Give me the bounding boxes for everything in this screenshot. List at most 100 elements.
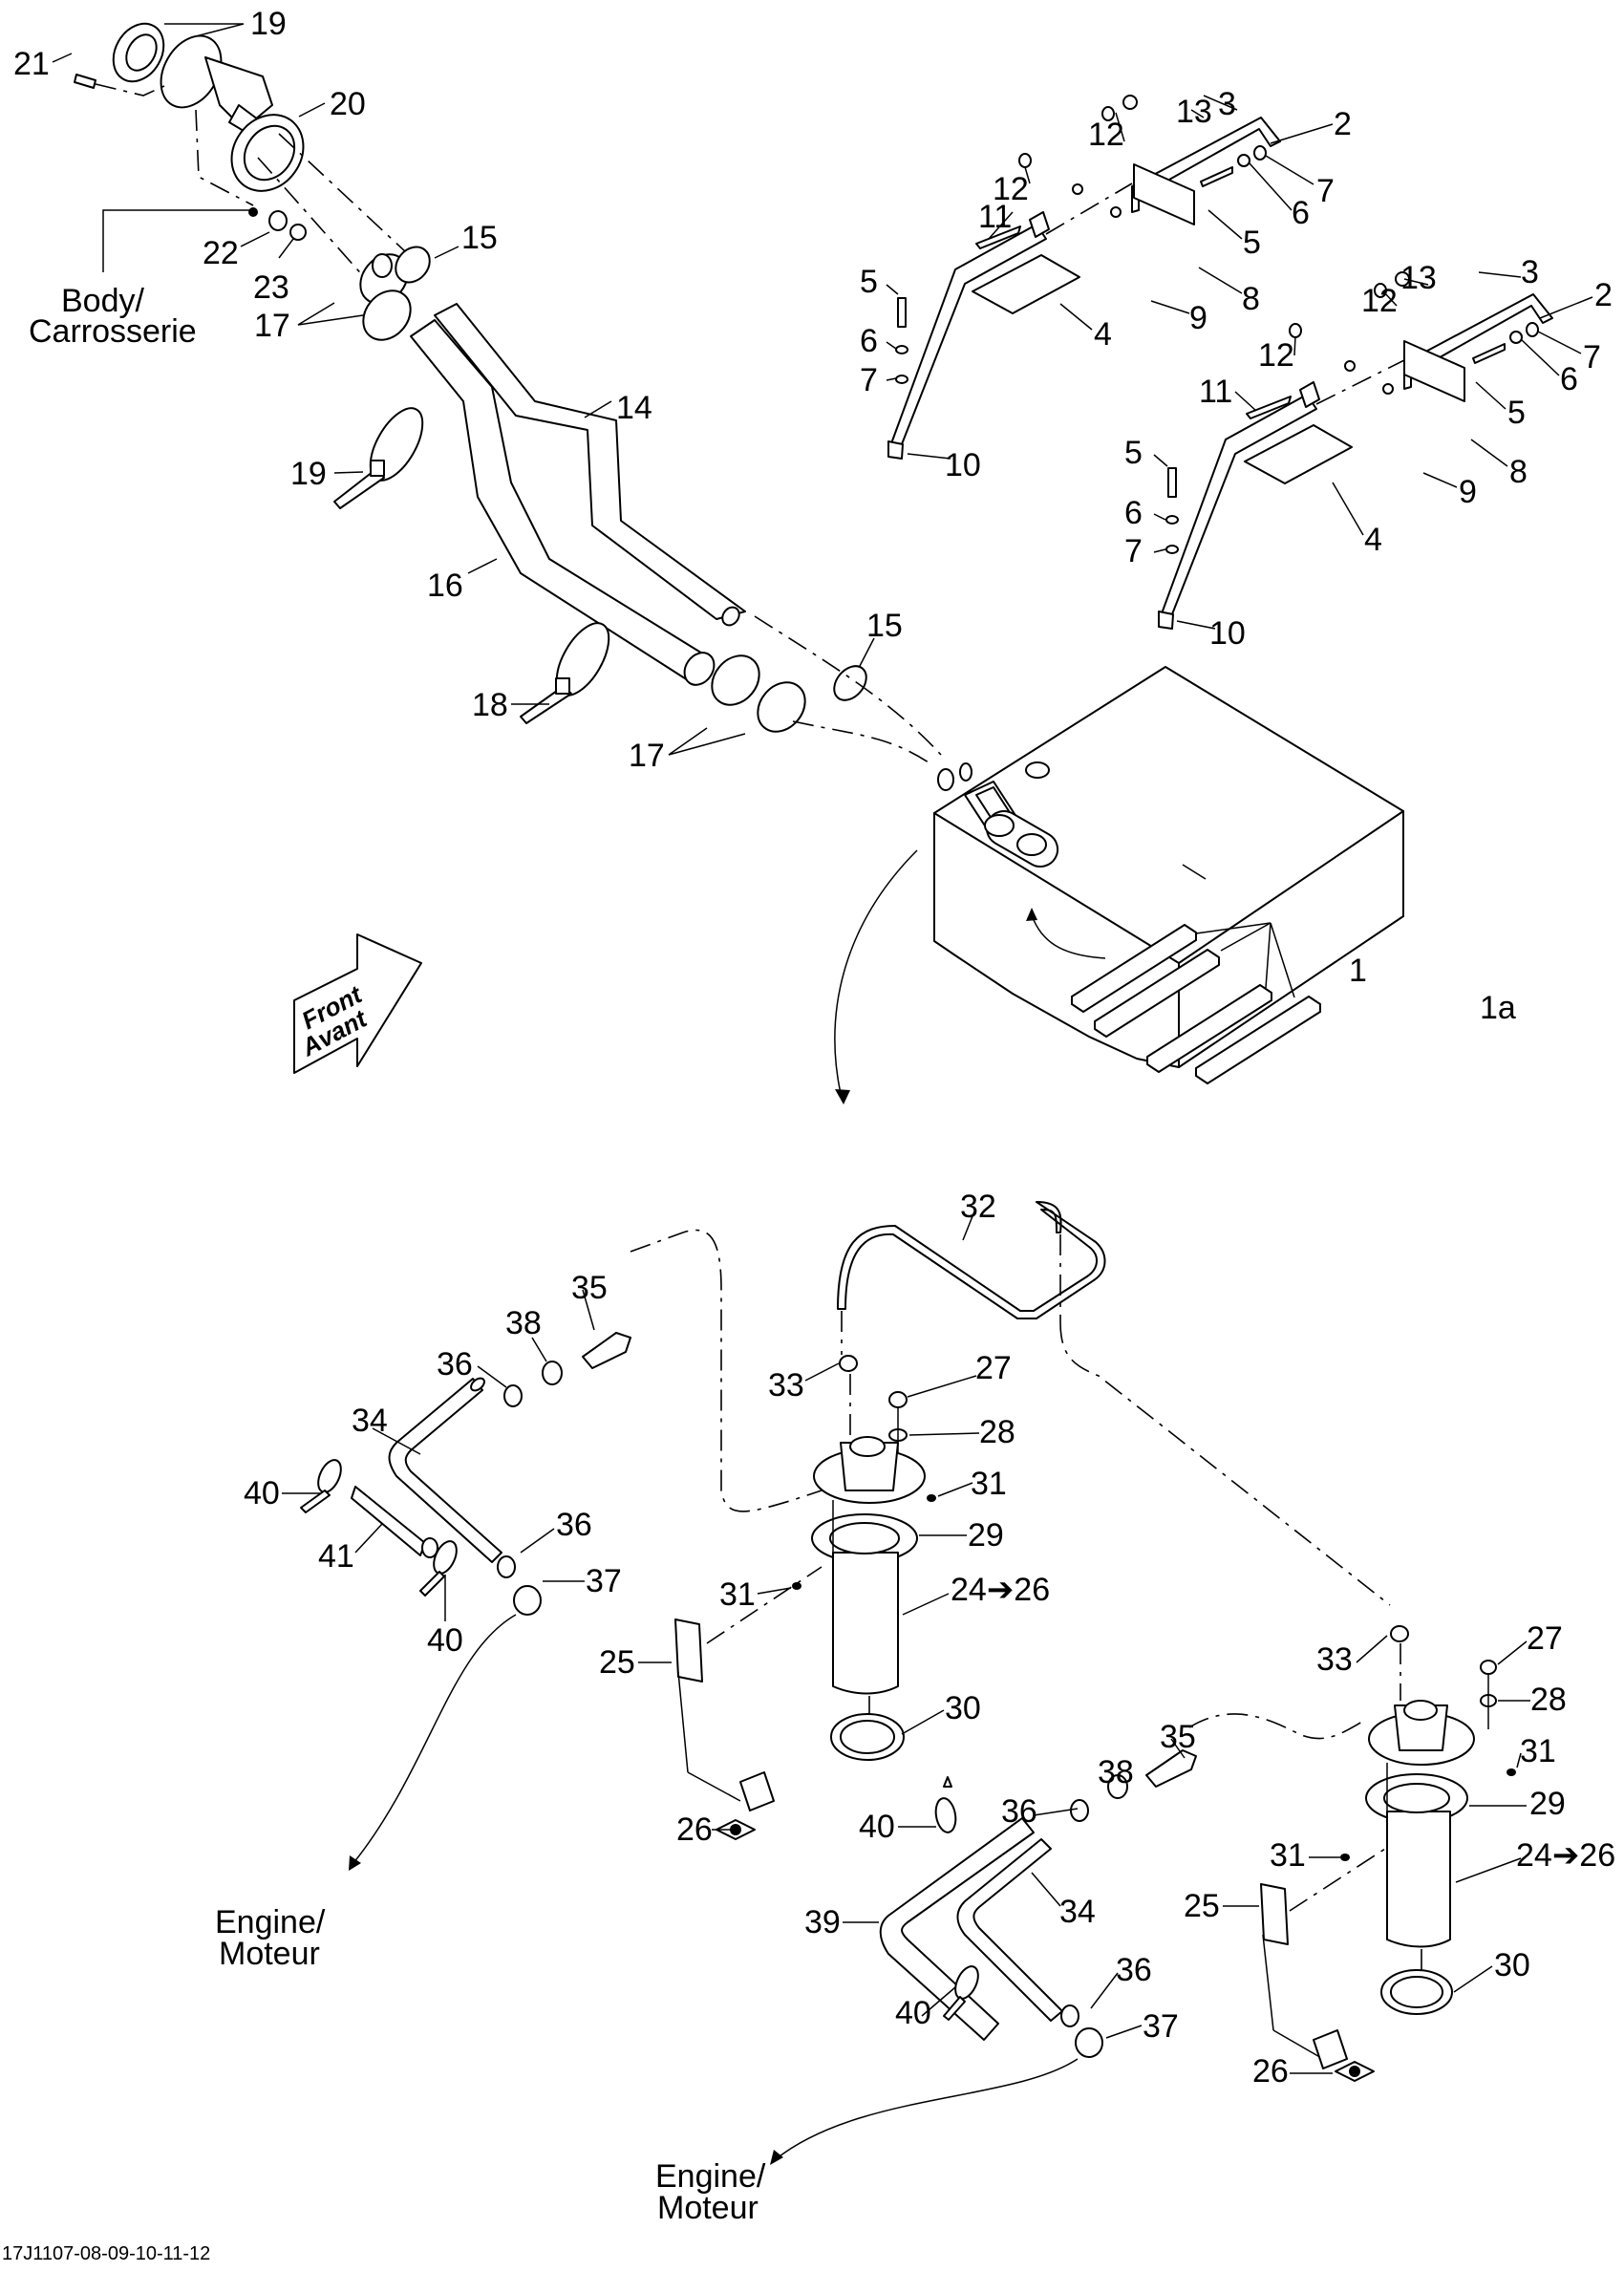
engine-note-right-line1: Engine/ <box>655 2158 766 2195</box>
callout-leaders <box>52 23 1593 2074</box>
callout-31: 31 <box>1520 1733 1556 1769</box>
hose-clamp-17-lower-b <box>757 681 806 733</box>
vent-line-32 <box>837 1201 1106 1319</box>
callout-35: 35 <box>1160 1719 1196 1755</box>
callout-36: 36 <box>556 1507 592 1543</box>
callout-37: 37 <box>1143 2008 1179 2045</box>
assembly-line <box>278 133 421 267</box>
callout-3: 3 <box>1521 254 1539 290</box>
callout-9: 9 <box>1459 474 1477 510</box>
callout-27: 27 <box>975 1350 1012 1386</box>
callout-12: 12 <box>1361 283 1398 319</box>
callout-40: 40 <box>244 1475 280 1511</box>
hose-assembly-1 <box>300 1332 631 1616</box>
callout-6: 6 <box>1124 495 1143 531</box>
callout-35: 35 <box>571 1270 608 1306</box>
callout-8: 8 <box>1242 281 1260 317</box>
callout-12: 12 <box>1258 337 1294 374</box>
callout-34: 34 <box>1059 1894 1096 1930</box>
cable-tie-18 <box>520 622 610 724</box>
filler-cap-ring <box>112 22 165 83</box>
hose-clamp-15-top <box>395 246 431 284</box>
leader <box>1182 864 1207 880</box>
callout-24-26: 24➔26 <box>1516 1837 1615 1874</box>
fuel-level-sender-25b <box>1260 1883 1348 2069</box>
callout-31: 31 <box>719 1576 756 1613</box>
callout-29: 29 <box>968 1517 1004 1554</box>
callout-8: 8 <box>1509 454 1528 490</box>
callout-22: 22 <box>203 235 239 271</box>
callout-23: 23 <box>253 269 289 306</box>
callout-2: 2 <box>1594 277 1613 313</box>
assembly-line <box>1188 1713 1367 1740</box>
callout-10: 10 <box>1209 615 1246 652</box>
callout-11: 11 <box>978 199 1012 235</box>
hose-clamp-15-lower <box>833 665 867 701</box>
front-direction-arrow: Front Avant <box>293 933 422 1074</box>
callout-33: 33 <box>1316 1641 1353 1678</box>
fuel-pump-module-1 <box>792 1355 936 1761</box>
callout-15: 15 <box>866 608 903 644</box>
leader <box>775 2058 1079 2160</box>
callout-28: 28 <box>979 1414 1015 1450</box>
engine-note-left-line2: Moteur <box>219 1936 320 1972</box>
callout-6: 6 <box>1560 361 1578 397</box>
callout-7: 7 <box>1583 339 1601 375</box>
callout-1: 1 <box>1349 953 1367 989</box>
callout-39: 39 <box>804 1904 841 1940</box>
callout-40: 40 <box>859 1809 895 1845</box>
assembly-line <box>792 720 932 765</box>
leader <box>353 1614 517 1864</box>
assembly-line <box>95 83 165 96</box>
callout-32: 32 <box>960 1189 996 1225</box>
callout-2: 2 <box>1334 106 1352 142</box>
tank-pads-1a <box>1071 924 1321 1084</box>
callout-30: 30 <box>1494 1947 1530 1983</box>
arrow-head <box>349 1855 361 1871</box>
callout-6: 6 <box>860 323 878 359</box>
callout-27: 27 <box>1527 1620 1563 1657</box>
assembly-line <box>630 1229 823 1512</box>
callout-37: 37 <box>586 1563 622 1599</box>
callout-labels: 19 21 20 22 23 15 17 14 19 16 15 18 17 1… <box>13 6 1615 2090</box>
engine-note-left-line1: Engine/ <box>215 1904 326 1940</box>
callout-12: 12 <box>1088 117 1124 153</box>
assembly-line <box>1059 1321 1391 1606</box>
assembly-line <box>754 615 942 756</box>
callout-26: 26 <box>676 1811 713 1848</box>
body-note-line1: Body/ <box>61 283 144 319</box>
callout-15: 15 <box>461 220 498 256</box>
float-26b <box>1335 2061 1375 2082</box>
callout-1a: 1a <box>1480 990 1516 1026</box>
callout-3: 3 <box>1218 86 1236 122</box>
hose-assembly-2 <box>879 1749 1197 2058</box>
vent-hose-14 <box>434 303 746 620</box>
callout-19: 19 <box>250 6 287 42</box>
callout-10: 10 <box>945 447 981 483</box>
body-leader <box>102 209 250 272</box>
tank-strap-bracket-2 <box>1158 271 1553 630</box>
arrow-head <box>770 2150 783 2165</box>
callout-20: 20 <box>330 86 366 122</box>
callout-19: 19 <box>290 456 327 492</box>
callout-7: 7 <box>1316 173 1335 209</box>
callout-25: 25 <box>1184 1888 1220 1924</box>
rivet-dot <box>248 207 258 217</box>
callout-13: 13 <box>1400 260 1437 296</box>
nut-23 <box>289 224 307 241</box>
leader <box>1265 922 1271 989</box>
callout-7: 7 <box>1124 533 1143 569</box>
callout-7: 7 <box>860 362 878 398</box>
callout-4: 4 <box>1094 316 1112 353</box>
callout-9: 9 <box>1189 300 1207 336</box>
callout-36: 36 <box>437 1346 473 1382</box>
tank-strap-bracket-1 <box>887 95 1281 460</box>
callout-40: 40 <box>427 1622 463 1659</box>
hose-clamp-17-lower-a <box>711 654 760 706</box>
filler-gasket <box>230 114 305 192</box>
body-note-line2: Carrosserie <box>29 313 197 350</box>
callout-41: 41 <box>318 1538 354 1575</box>
hose-clamp-15 <box>372 253 393 278</box>
